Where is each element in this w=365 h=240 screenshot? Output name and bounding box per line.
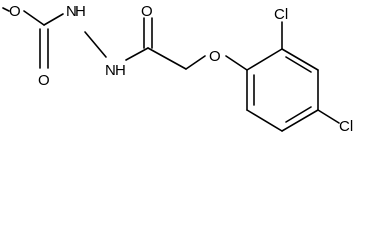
- bond-c-nh-left: [43, 13, 64, 26]
- atom-labels: O O N H N H O O Cl Cl: [9, 3, 353, 135]
- bond-ring-cl-bottom: [317, 109, 340, 124]
- atom-nh-left-n: N: [66, 3, 77, 20]
- atom-cl-top: Cl: [274, 6, 288, 23]
- ring-inner-double-b: [285, 106, 312, 123]
- atom-nh-right-h: H: [115, 62, 126, 79]
- atom-nh-right-n: N: [105, 62, 116, 79]
- bond-ether-o-ring: [225, 55, 248, 71]
- atom-nh-left-h: H: [75, 3, 86, 20]
- bond-o-carbamate-c: [23, 10, 45, 26]
- bond-nh-right-amide-c: [125, 47, 149, 61]
- ring-bond-c5-c6: [246, 109, 283, 132]
- atom-ether-o: O: [209, 48, 221, 65]
- ring-bond-c4-c5: [281, 109, 319, 132]
- atom-ester-o: O: [38, 72, 50, 89]
- bonds: [2, 7, 340, 132]
- atom-cl-bottom: Cl: [339, 118, 353, 135]
- bond-methyl-o: [2, 7, 10, 12]
- bond-ch2-ether-o: [185, 55, 206, 70]
- ring-inner-double-a: [285, 56, 312, 73]
- chemical-structure-diagram: O O N H N H O O Cl Cl: [2, 3, 353, 135]
- atom-methoxy-o: O: [9, 3, 21, 20]
- bond-amide-c-ch2: [147, 47, 187, 70]
- bond-n-n: [84, 31, 107, 58]
- ring-bond-c2-c3: [281, 48, 319, 71]
- ring-bond-c1-c2: [246, 48, 283, 71]
- atom-amide-o: O: [141, 3, 153, 20]
